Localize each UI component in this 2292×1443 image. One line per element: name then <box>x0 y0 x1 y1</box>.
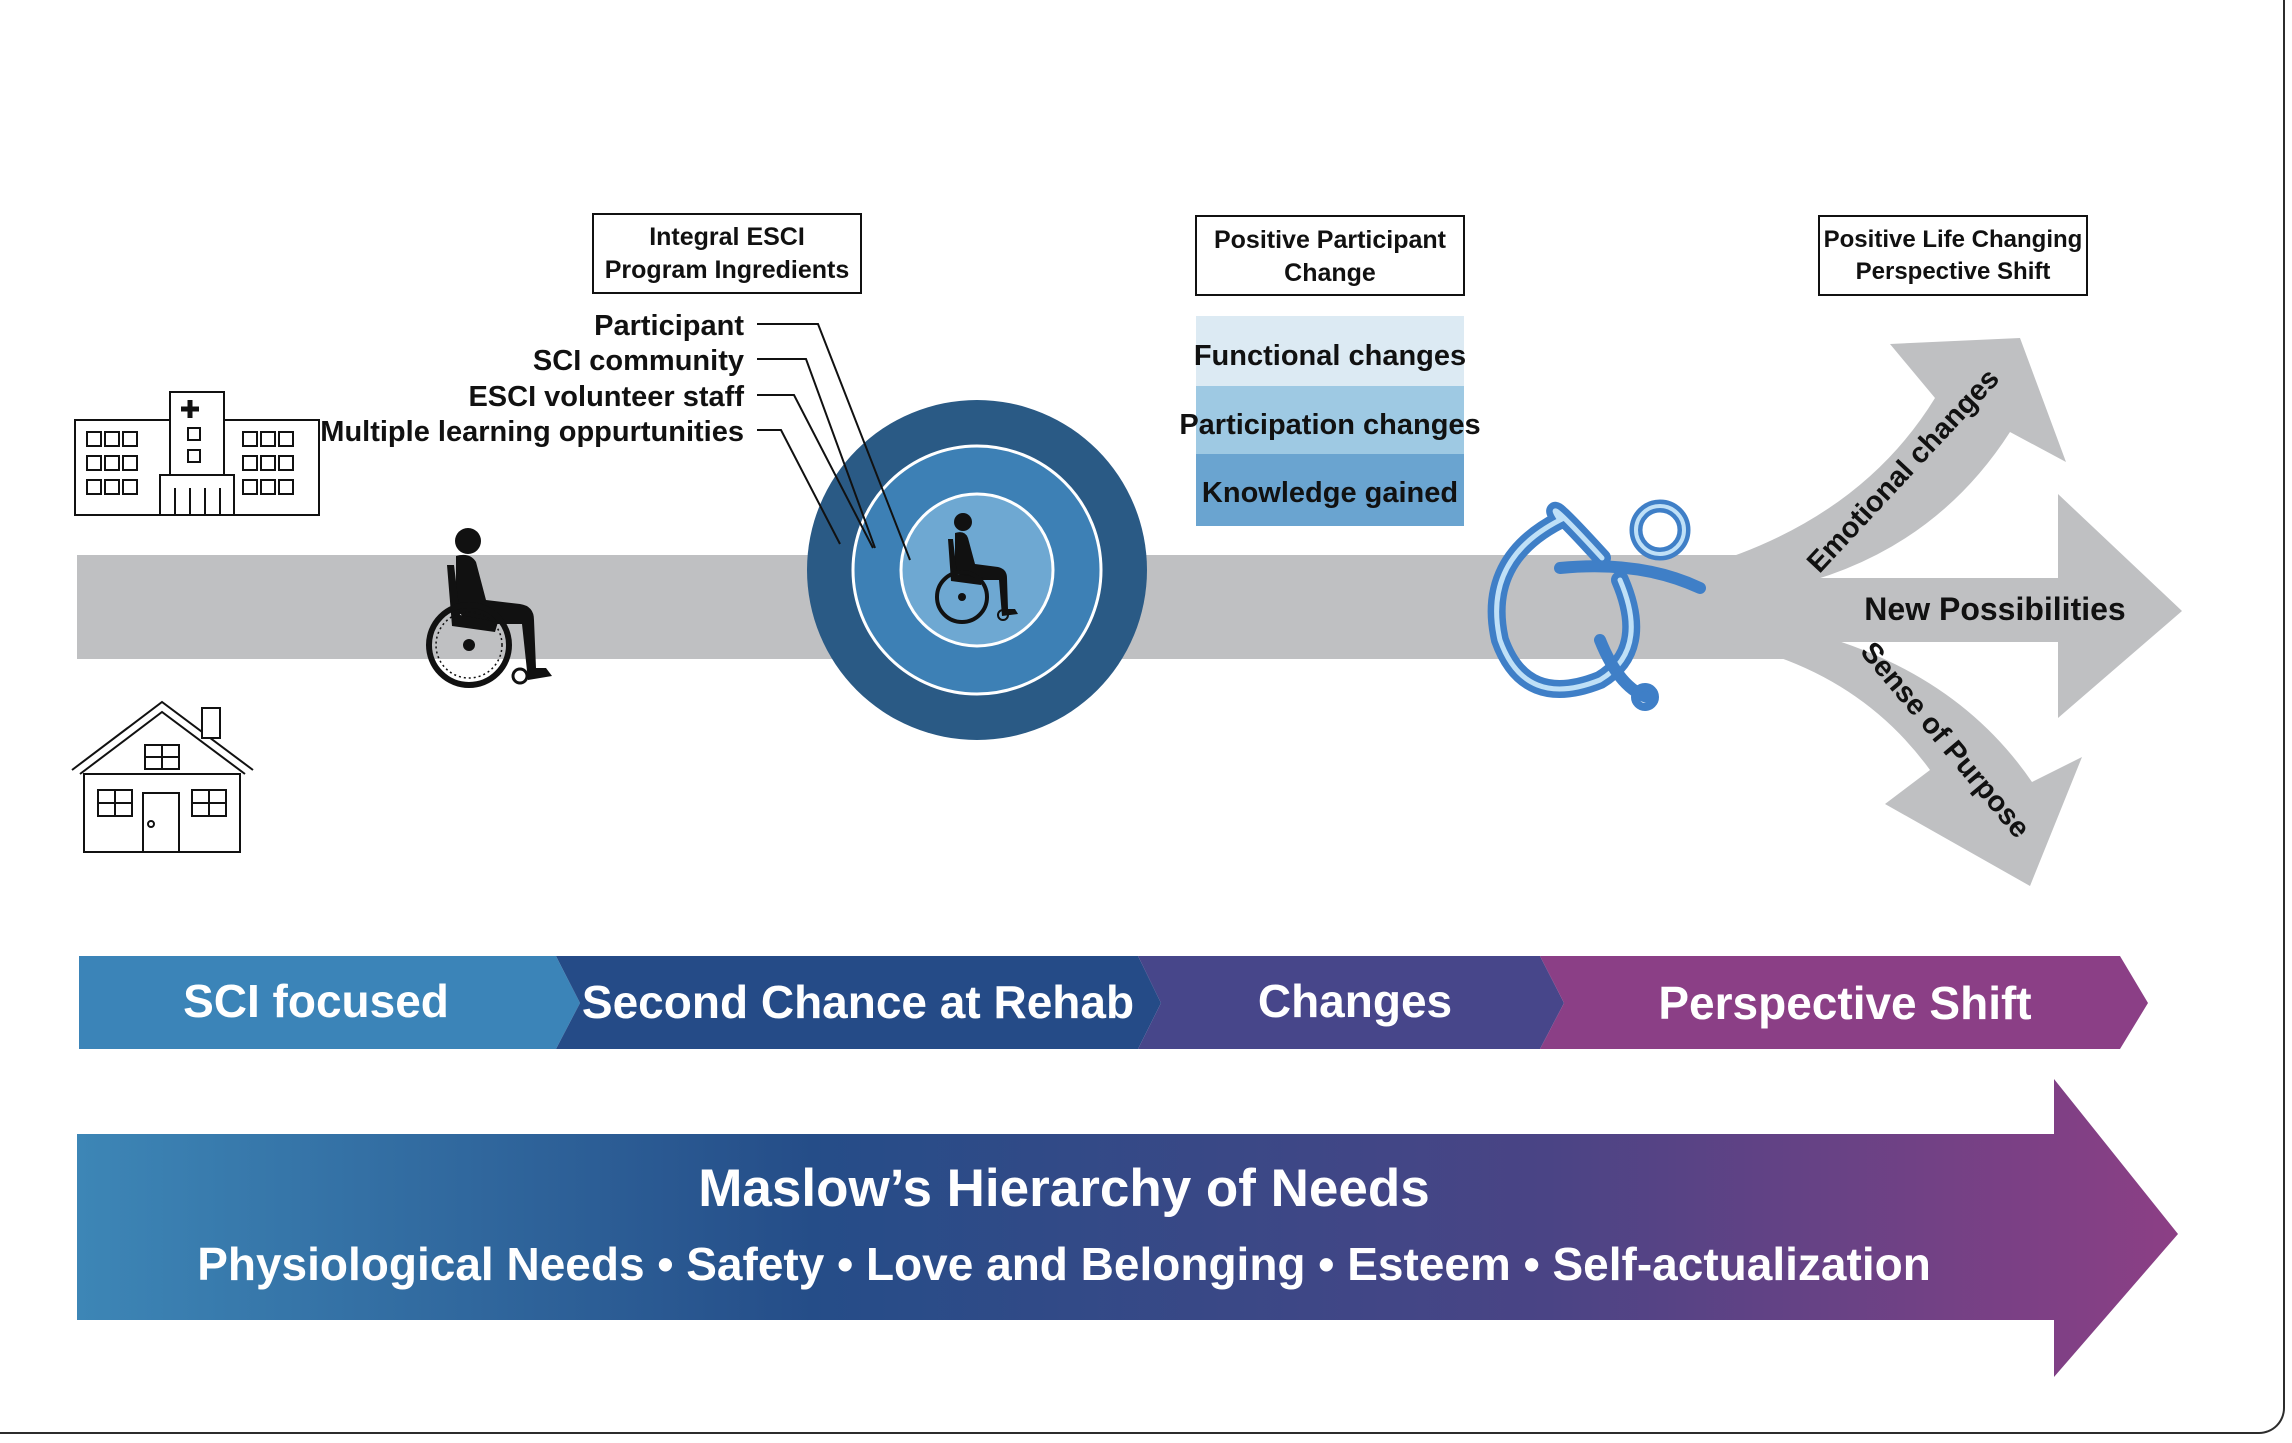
phase-perspective-shift <box>1540 956 2148 1049</box>
svg-text:Perspective Shift: Perspective Shift <box>1856 258 2051 285</box>
changes-stack: Functional changes Participation changes… <box>1179 316 1481 526</box>
leader-lines <box>757 323 911 561</box>
phase-changes <box>1138 956 1564 1049</box>
svg-text:SCI focused: SCI focused <box>183 975 449 1027</box>
maslow-arrow: Maslow’s Hierarchy of Needs Physiologica… <box>77 1079 2178 1377</box>
box-ingredients: Integral ESCI Program Ingredients <box>592 213 862 294</box>
change-participation: Participation changes <box>1179 409 1480 441</box>
box-participant-change: Positive Participant Change <box>1195 215 1465 296</box>
phase-bar: SCI focused Second Chance at Rehab Chang… <box>79 956 2148 1049</box>
ingredient-labels: Participant SCI community ESCI volunteer… <box>320 310 744 448</box>
ingredient-learning: Multiple learning oppurtunities <box>320 416 744 448</box>
branch-arrow-bottom <box>1700 616 2082 886</box>
phase-second-chance <box>556 956 1161 1049</box>
svg-text:Changes: Changes <box>1258 975 1452 1027</box>
ingredient-sci-community: SCI community <box>533 345 744 377</box>
branch-arrow-middle <box>1700 494 2182 718</box>
svg-text:Positive Life Changing: Positive Life Changing <box>1824 226 2083 253</box>
box-life-change: Positive Life Changing Perspective Shift <box>1818 215 2088 296</box>
maslow-needs: Physiological Needs • Safety • Love and … <box>197 1238 1931 1290</box>
branch-arrow-top <box>1700 338 2066 598</box>
ingredient-volunteer-staff: ESCI volunteer staff <box>468 381 744 413</box>
house-icon <box>71 700 254 853</box>
svg-text:Program Ingredients: Program Ingredients <box>605 256 850 284</box>
ingredient-participant: Participant <box>594 310 744 342</box>
hospital-icon <box>74 391 320 516</box>
svg-text:Change: Change <box>1284 259 1376 287</box>
change-functional: Functional changes <box>1194 340 1466 372</box>
change-knowledge: Knowledge gained <box>1202 477 1458 509</box>
svg-text:Positive Participant: Positive Participant <box>1214 226 1447 254</box>
wheelchair-user-center-icon <box>935 513 1018 624</box>
svg-text:Perspective Shift: Perspective Shift <box>1658 977 2031 1029</box>
maslow-title: Maslow’s Hierarchy of Needs <box>698 1159 1429 1218</box>
esci-logo-icon <box>1487 499 1706 711</box>
outcome-new-possibilities: New Possibilities <box>1864 591 2125 627</box>
wheelchair-user-icon <box>426 528 552 688</box>
svg-text:Second Chance at Rehab: Second Chance at Rehab <box>582 976 1134 1028</box>
svg-text:Integral ESCI: Integral ESCI <box>649 223 805 251</box>
phase-sci-focused <box>79 956 580 1049</box>
